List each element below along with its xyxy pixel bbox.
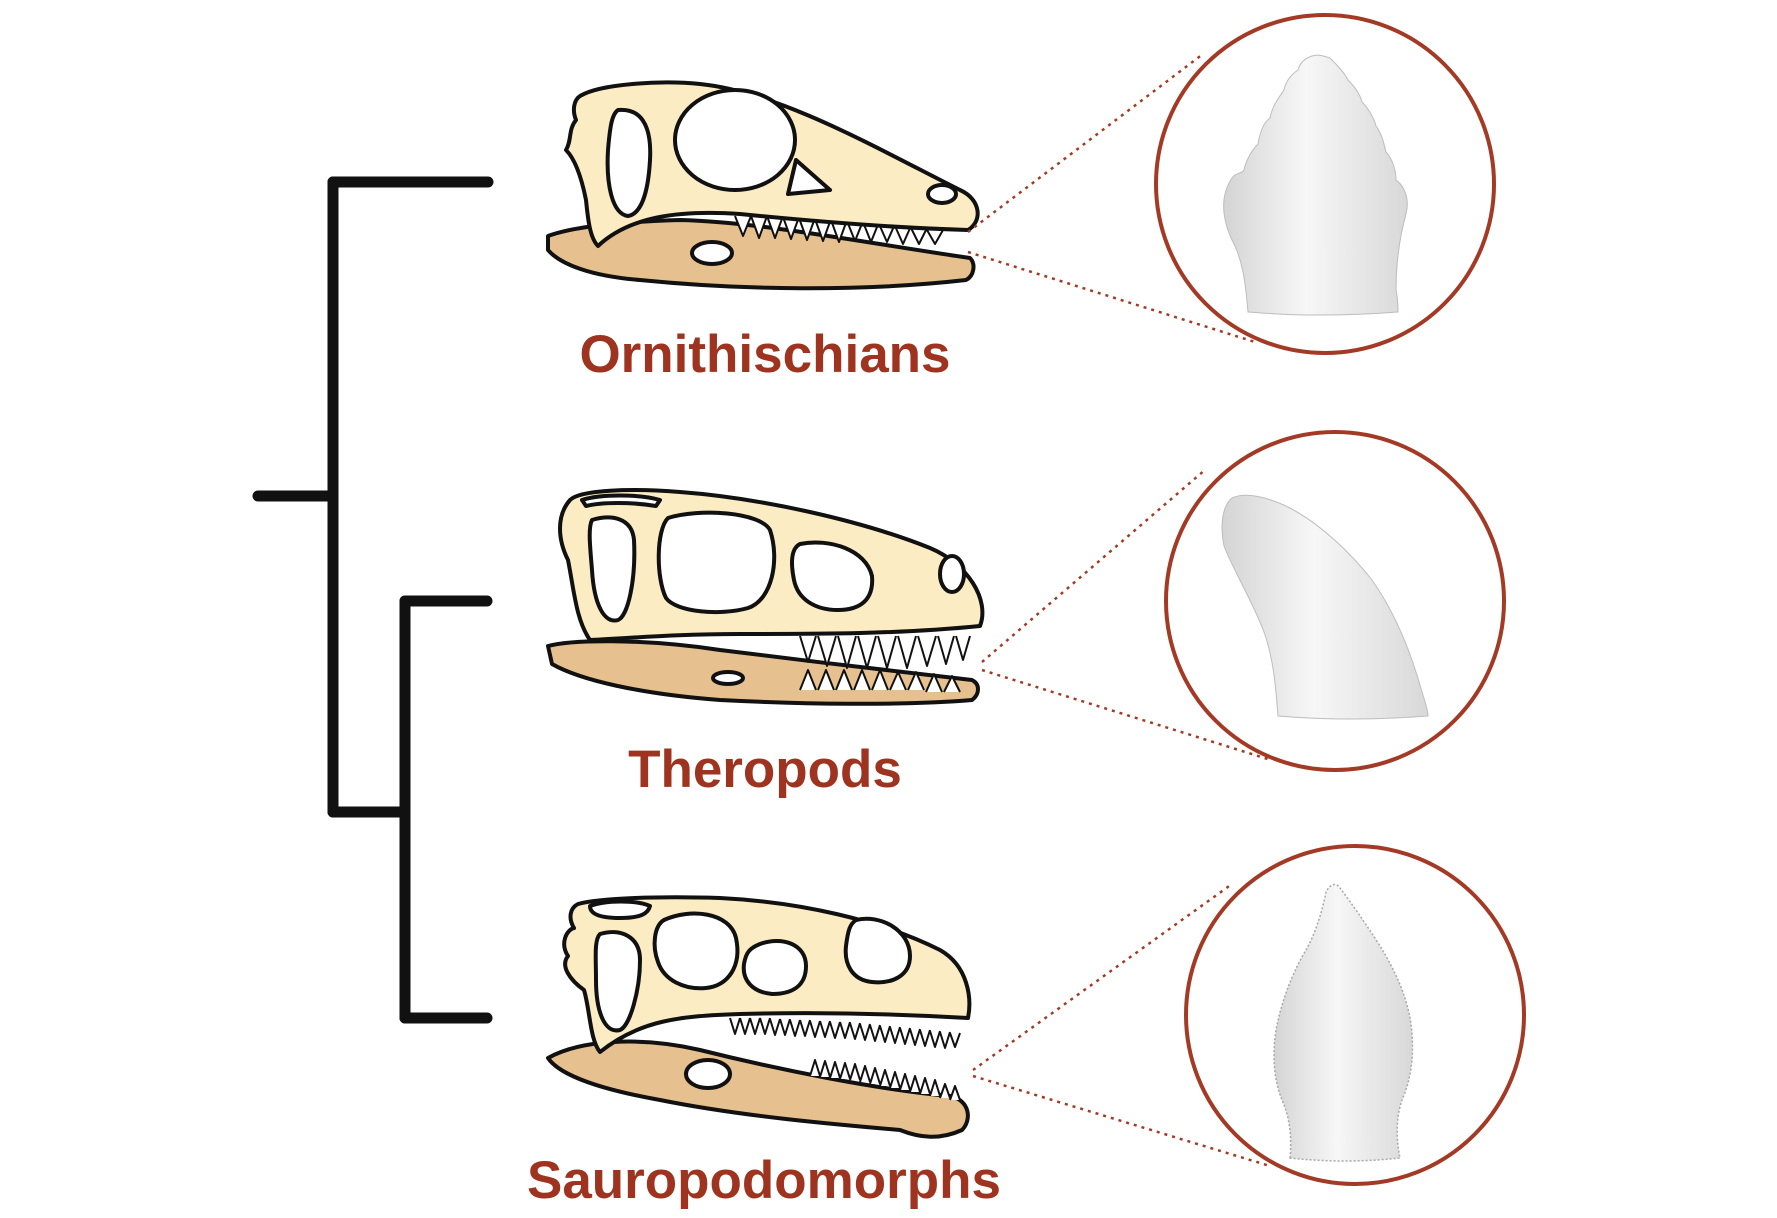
naris (938, 554, 966, 594)
skull-roof-highlight (588, 899, 652, 920)
sauropodomorph-skull (546, 895, 972, 1139)
infratemporal-fenestra (587, 515, 637, 623)
sauropodomorph-tooth-detail (1184, 844, 1526, 1186)
ornithischian-skull (546, 80, 980, 291)
mandibular-fenestra (711, 670, 745, 686)
antorbital-fenestra (786, 158, 832, 196)
theropods-label: Theropods (628, 740, 902, 799)
ornithischians-label: Ornithischians (579, 325, 950, 384)
orbit (673, 88, 797, 192)
infratemporal-fenestra (593, 930, 642, 1033)
theropod-skull (546, 488, 985, 706)
mandibular-fenestra (690, 240, 734, 266)
leaf-shaped-tooth (1273, 883, 1414, 1162)
sauropodomorphs-label: Sauropodomorphs (527, 1151, 1001, 1210)
lower-jaw (546, 1039, 970, 1139)
sauropodomorph-connector-top (972, 882, 1233, 1072)
teeth-row (734, 215, 944, 245)
recurved-tooth (1221, 494, 1429, 720)
antorbital-fenestra (790, 540, 875, 612)
ornithischian-tooth-detail (1154, 13, 1496, 355)
connector-lines (967, 53, 1272, 1168)
ornithischian-connector-bottom (967, 250, 1256, 344)
denticulate-tooth (1223, 54, 1408, 316)
antorbital-fenestra (741, 939, 808, 996)
cladogram-tree (252, 176, 494, 1024)
infratemporal-fenestra (605, 107, 653, 218)
naris (926, 183, 958, 205)
theropod-tooth-detail (1164, 430, 1506, 772)
sauropodomorph-connector-bottom (972, 1074, 1271, 1168)
theropod-connector-bottom (981, 668, 1272, 762)
mandibular-fenestra (684, 1058, 732, 1090)
lower-jaw (546, 639, 980, 706)
orbit (652, 911, 740, 991)
teeth-row (729, 1017, 961, 1101)
skull-roof-highlight (580, 493, 662, 508)
lower-jaw (546, 218, 976, 291)
ornithischian-connector-top (967, 53, 1204, 233)
orbit (656, 510, 777, 615)
naris (843, 916, 912, 985)
theropod-connector-top (981, 468, 1207, 663)
teeth-row (799, 635, 971, 693)
